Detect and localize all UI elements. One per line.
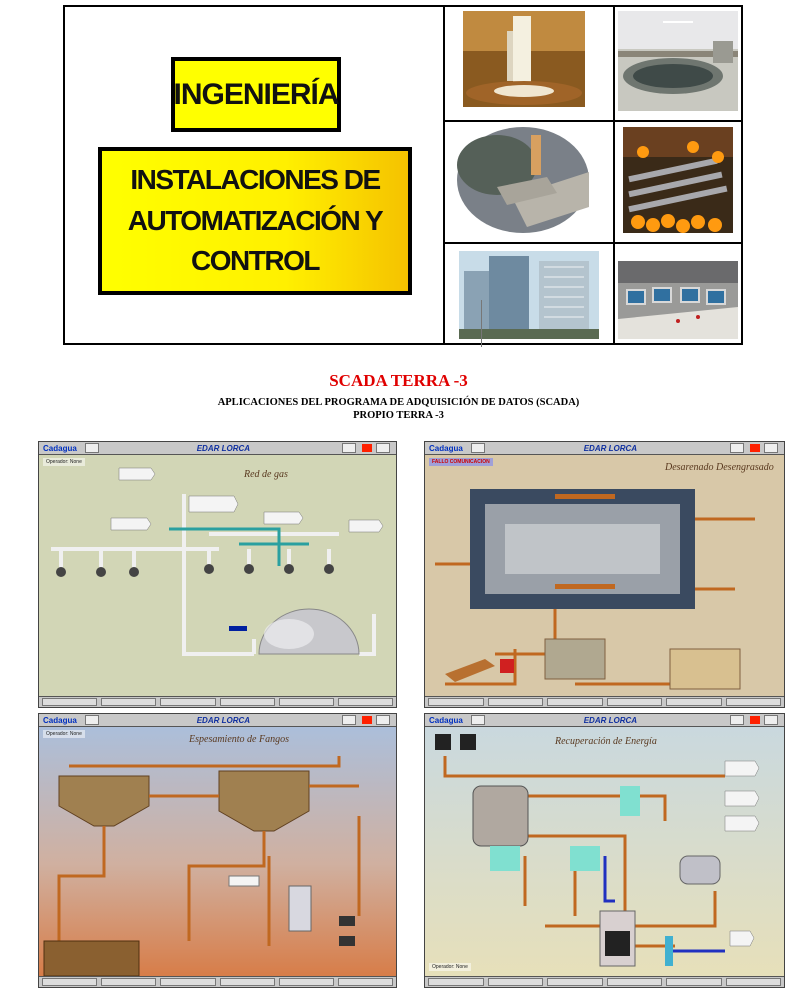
energy-recovery-diagram	[435, 734, 760, 967]
screen-title: Desarenado Desengrasado	[665, 462, 774, 473]
sludge-thickening-diagram	[43, 756, 361, 977]
operator-label: Operador: None	[43, 730, 85, 738]
office-buildings-photo	[459, 251, 599, 339]
scada-toolbar: Cadagua EDAR LORCA	[39, 442, 396, 455]
scada-screen-grit-removal: Cadagua EDAR LORCA FALLO COMUNICACION De…	[424, 441, 785, 708]
page-subtitle: APLICACIONES DEL PROGRAMA DE ADQUISICIÓN…	[217, 397, 580, 421]
scada-statusbar	[425, 696, 784, 707]
control-room-photo	[618, 261, 738, 339]
fountain-photo	[463, 11, 585, 107]
divider-vertical-1	[443, 7, 445, 343]
page-title: SCADA TERRA -3	[329, 371, 468, 390]
scada-toolbar: Cadagua EDAR LORCA	[39, 714, 396, 727]
screen-title: Espesamiento de Fangos	[189, 734, 289, 745]
orange-sorting-photo	[623, 127, 733, 233]
scada-screen-energy-recovery: Cadagua EDAR LORCA Operador: None Recupe…	[424, 713, 785, 988]
connector-line	[481, 300, 482, 347]
gas-network-diagram	[51, 467, 384, 656]
scada-statusbar	[425, 976, 784, 987]
scada-toolbar: Cadagua EDAR LORCA	[425, 442, 784, 455]
scada-screen-gas-network: Cadagua EDAR LORCA Operador: None Red de…	[38, 441, 397, 708]
scada-statusbar	[39, 696, 396, 707]
operator-label: Operador: None	[43, 458, 85, 466]
treatment-tank-photo	[618, 11, 738, 111]
scada-screen-sludge-thickening: Cadagua EDAR LORCA Operador: None Espesa…	[38, 713, 397, 988]
water-channel-photo	[457, 127, 589, 233]
scada-toolbar: Cadagua EDAR LORCA	[425, 714, 784, 727]
screen-title: Recuperación de Energía	[555, 736, 657, 747]
scada-statusbar	[39, 976, 396, 987]
grit-removal-diagram	[435, 489, 755, 690]
communication-fault-label: FALLO COMUNICACION	[429, 458, 493, 466]
divider-horizontal-2	[443, 242, 741, 244]
operator-label: Operador: None	[429, 963, 471, 971]
engineering-label: INGENIERÍA	[171, 57, 341, 132]
divider-vertical-2	[613, 7, 615, 343]
divider-horizontal-1	[443, 120, 741, 122]
screen-title: Red de gas	[244, 469, 288, 480]
